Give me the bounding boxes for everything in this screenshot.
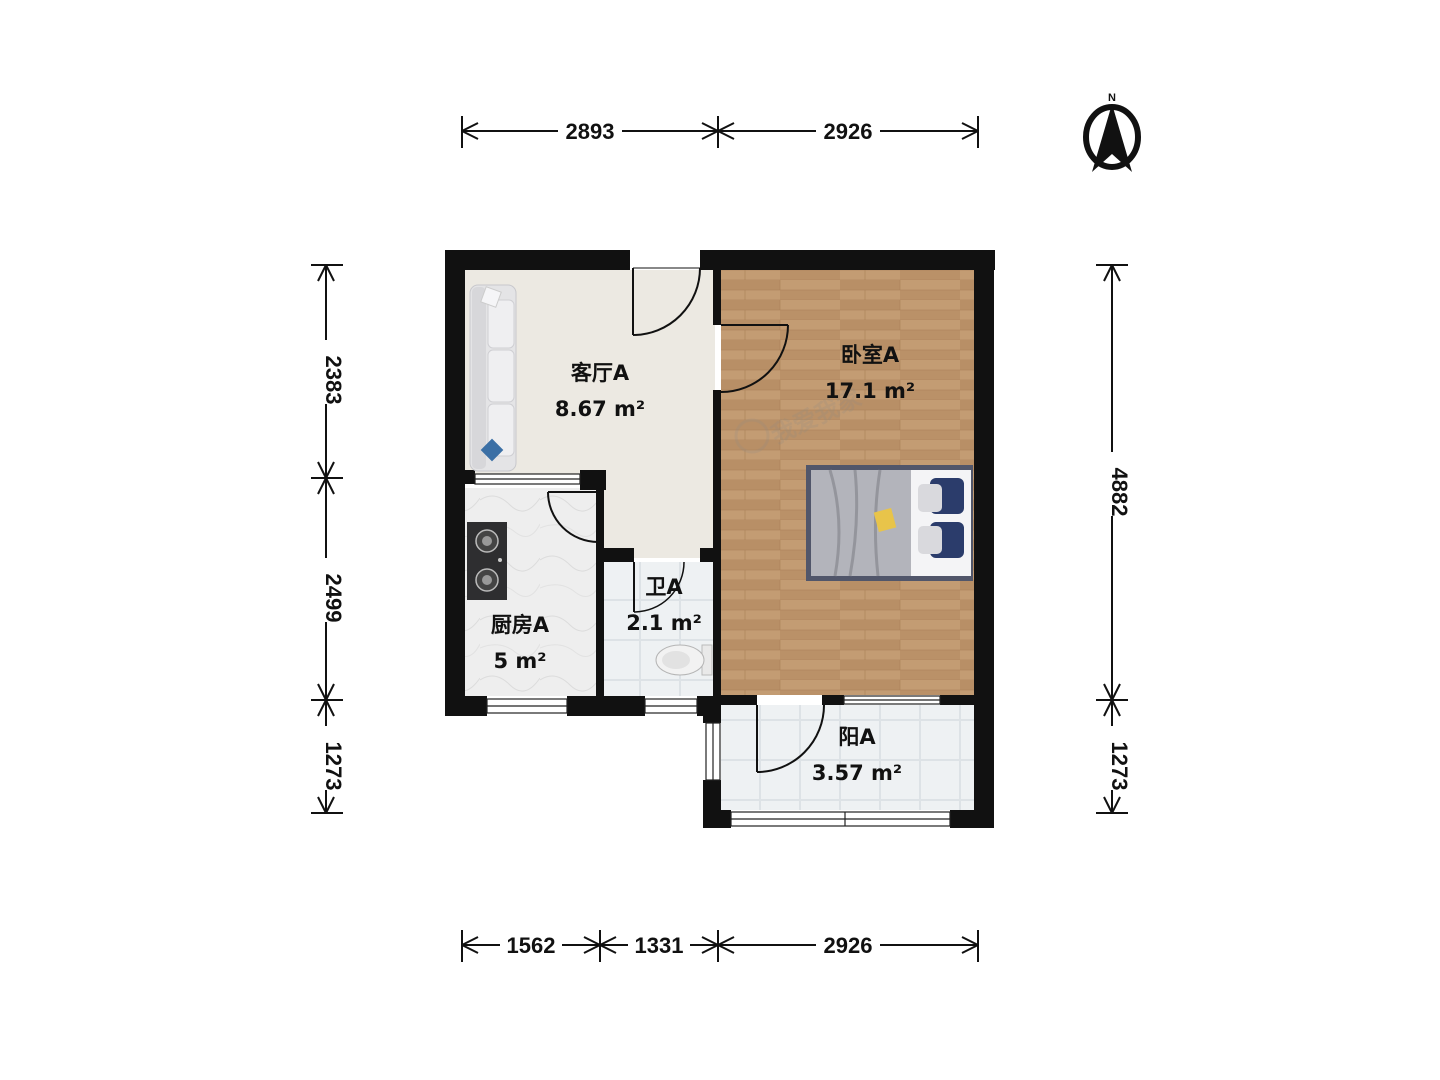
dim-right-2: 1273 — [1107, 742, 1132, 791]
dim-left-3: 1273 — [321, 742, 346, 791]
compass-north-label: N — [1108, 92, 1116, 104]
balcony-area: 3.57 m² — [812, 761, 902, 785]
dim-left-2: 2499 — [321, 574, 346, 623]
dim-bottom-2: 1331 — [635, 933, 684, 958]
dim-top-1: 2893 — [566, 119, 615, 144]
dim-left-1: 2383 — [321, 356, 346, 405]
compass: N — [1083, 92, 1141, 172]
bedroom-name: 卧室A — [841, 343, 900, 367]
kitchen-name: 厨房A — [491, 613, 550, 637]
dim-top-2: 2926 — [824, 119, 873, 144]
bath-area: 2.1 m² — [626, 611, 702, 635]
bedroom-area: 17.1 m² — [825, 379, 915, 403]
toilet — [655, 644, 713, 676]
doors — [547, 267, 825, 773]
bed — [806, 465, 973, 581]
balcony-floor — [721, 705, 974, 810]
windows — [474, 473, 951, 827]
dim-bottom-1: 1562 — [507, 933, 556, 958]
compass-arrow-icon — [1092, 104, 1132, 172]
bath-floor — [604, 562, 715, 696]
bath-name: 卫A — [645, 575, 683, 599]
dim-bottom-3: 2926 — [824, 933, 873, 958]
living-area: 8.67 m² — [555, 397, 645, 421]
living-hall-floor — [598, 470, 715, 558]
dimension-lines — [311, 116, 1128, 962]
living-name: 客厅A — [571, 361, 630, 385]
walls — [445, 250, 995, 828]
dimension-labels: 2893 2926 1562 1331 2926 2383 2499 1273 … — [313, 118, 1132, 958]
kitchen-area: 5 m² — [493, 649, 546, 673]
sofa — [469, 284, 517, 472]
balcony-name: 阳A — [838, 725, 876, 749]
dim-right-1: 4882 — [1107, 468, 1132, 517]
room-labels: 客厅A 8.67 m² 卧室A 17.1 m² 厨房A 5 m² 卫A 2.1 … — [491, 343, 915, 785]
stove — [467, 522, 507, 600]
